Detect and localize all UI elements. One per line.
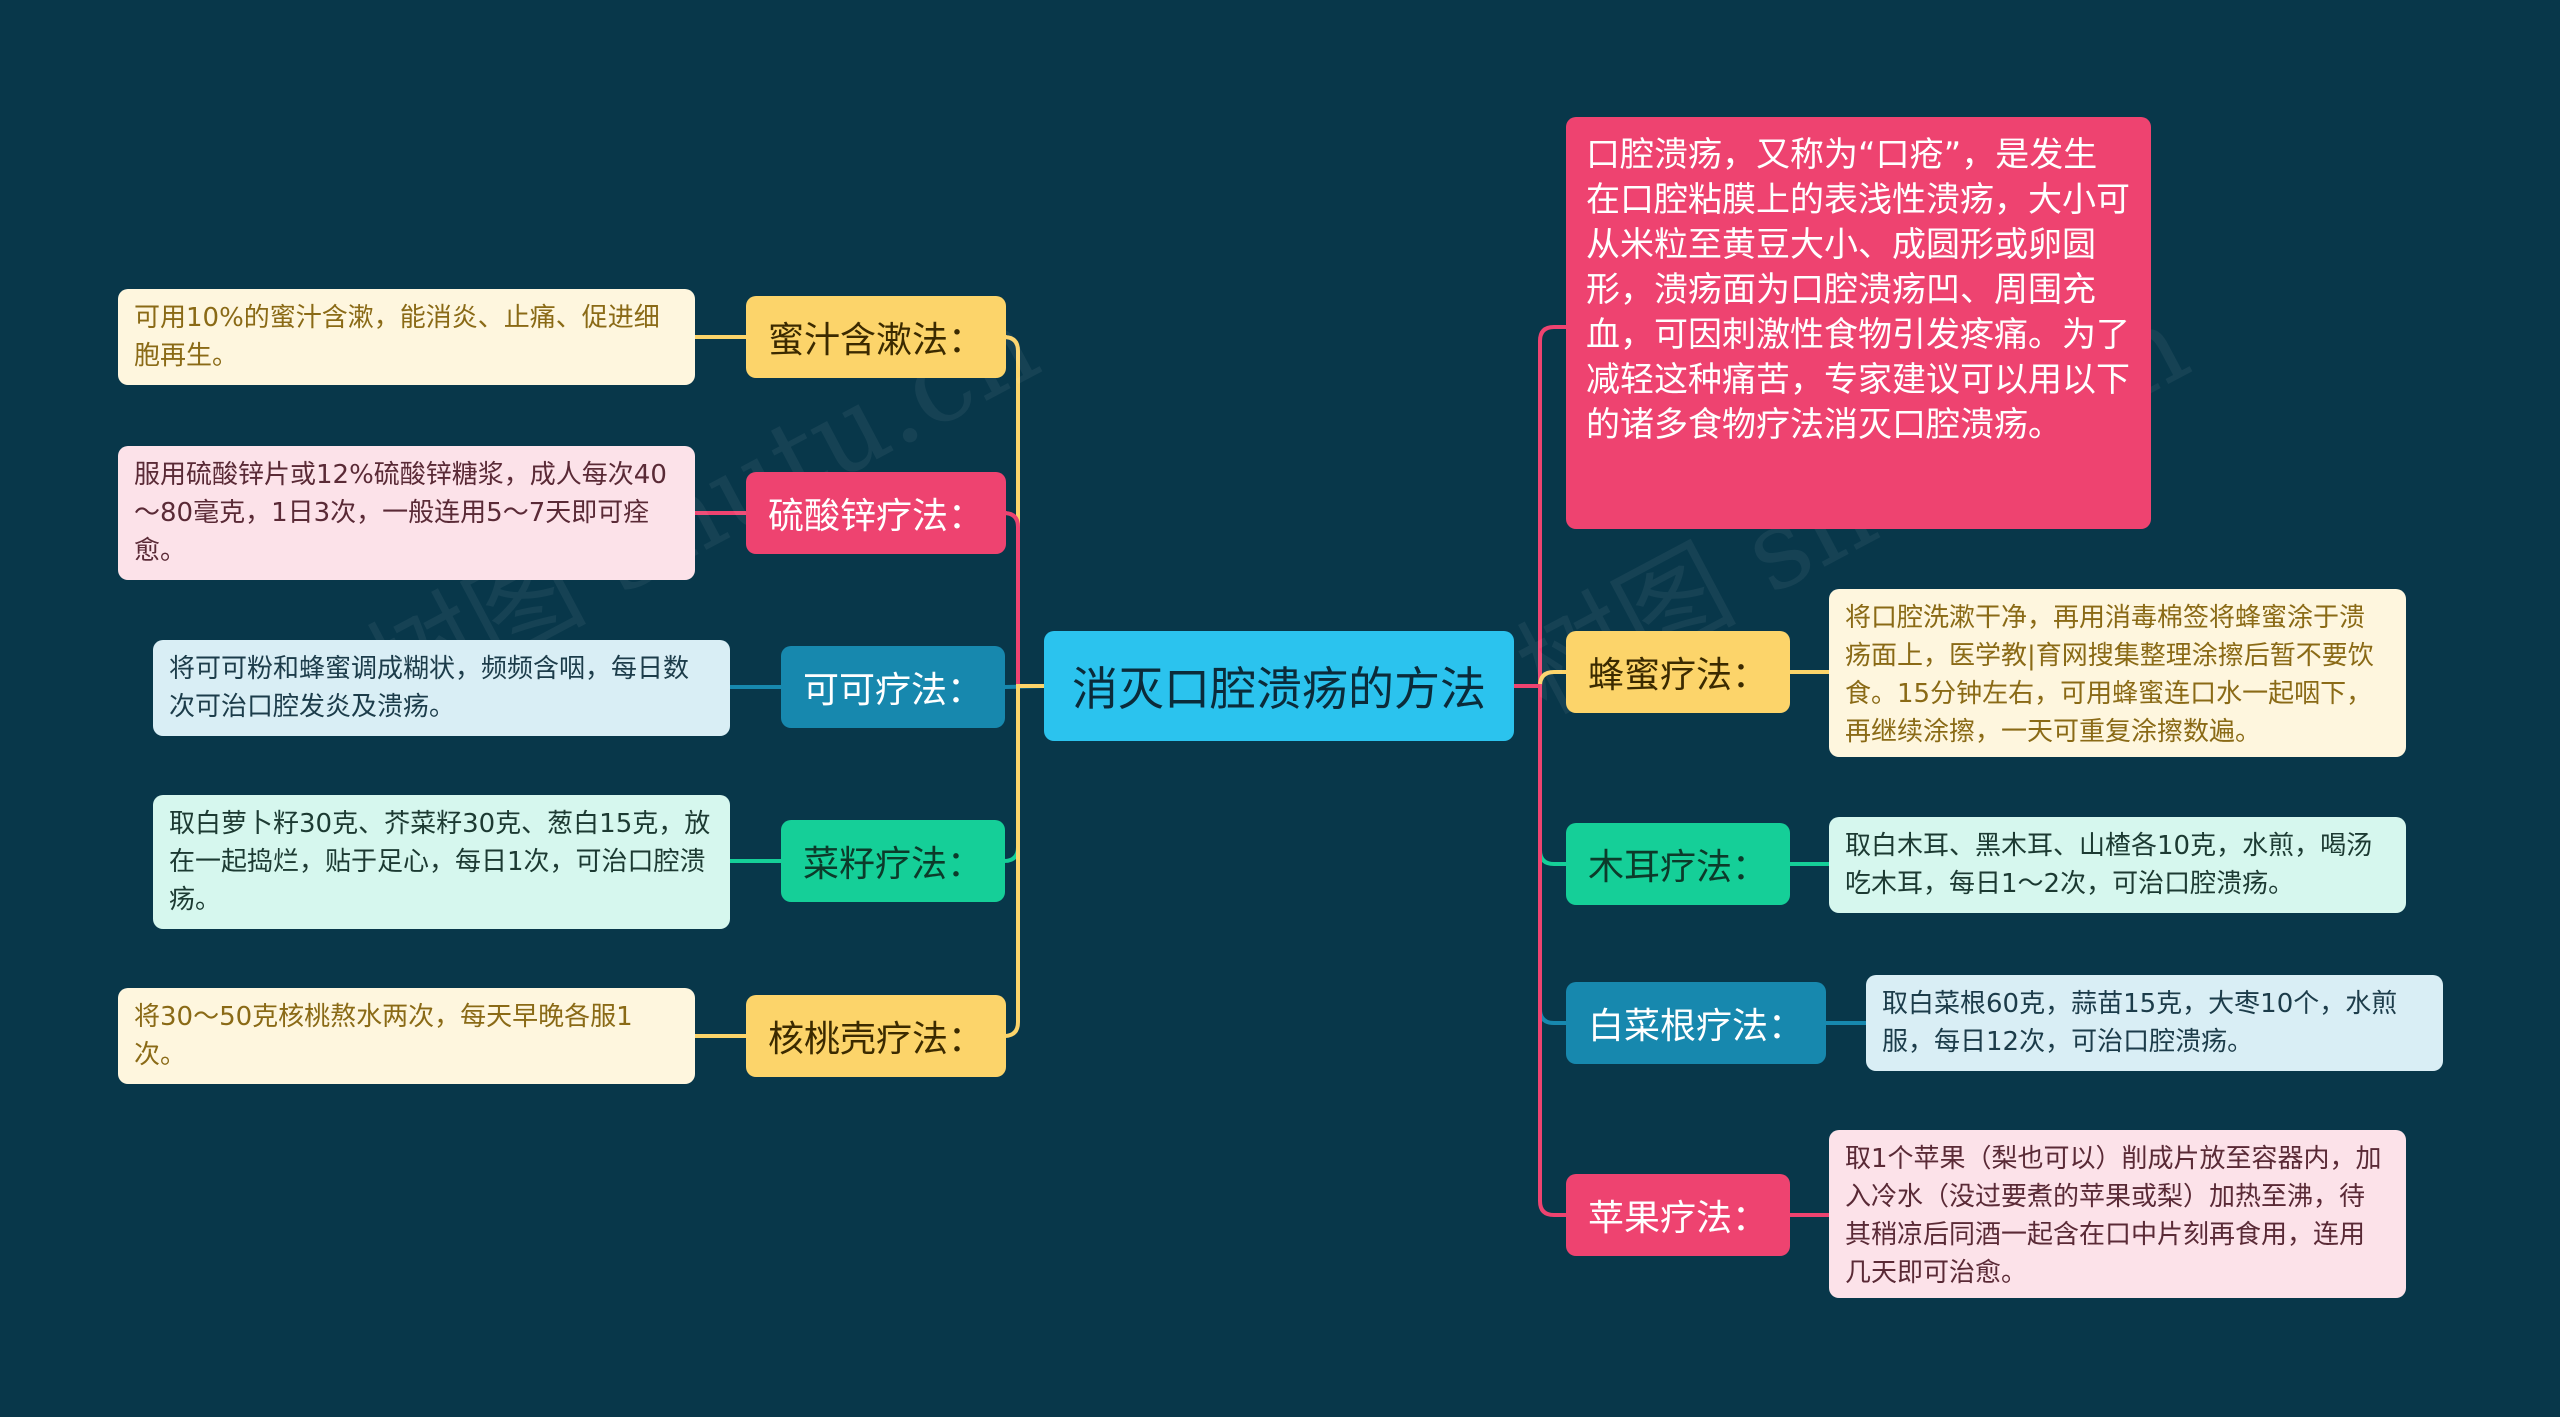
central-topic[interactable]: 消灭口腔溃疡的方法 [1044,631,1514,741]
branch-cabbage-root[interactable]: 白菜根疗法： [1566,982,1827,1064]
leaf-honey[interactable]: 将口腔洗漱干净，再用消毒棉签将蜂蜜涂于溃疡面上，医学教|育网搜集整理涂擦后暂不要… [1829,589,2406,757]
branch-cocoa[interactable]: 可可疗法： [781,646,1006,728]
connector-center-branch-zinc-sulfate [1003,511,1046,688]
connector-center-branch-seeds [1003,684,1046,863]
branch-honey-rinse[interactable]: 蜜汁含漱法： [746,296,1007,378]
leaf-honey-rinse[interactable]: 可用10%的蜜汁含漱，能消炎、止痛、促进细胞再生。 [118,289,695,385]
leaf-cabbage-root[interactable]: 取白菜根60克，蒜苗15克，大枣10个，水煎服，每日12次，可治口腔溃疡。 [1866,975,2443,1071]
leaf-seeds[interactable]: 取白萝卜籽30克、芥菜籽30克、葱白15克，放在一起捣烂，贴于足心，每日1次，可… [153,795,730,929]
leaf-walnut-shell[interactable]: 将30～50克核桃熬水两次，每天早晚各服1次。 [118,988,695,1084]
leaf-fungus[interactable]: 取白木耳、黑木耳、山楂各10克，水煎，喝汤吃木耳，每日1～2次，可治口腔溃疡。 [1829,817,2406,913]
connector-center-branch-apple [1512,684,1568,1217]
branch-fungus[interactable]: 木耳疗法： [1566,823,1791,905]
leaf-cocoa[interactable]: 将可可粉和蜂蜜调成糊状，频频含咽，每日数次可治口腔发炎及溃疡。 [153,640,730,736]
branch-apple[interactable]: 苹果疗法： [1566,1174,1791,1256]
connector-center-branch-honey-rinse [1003,335,1046,688]
branch-honey[interactable]: 蜂蜜疗法： [1566,631,1791,713]
intro-note[interactable]: 口腔溃疡，又称为“口疮”，是发生在口腔粘膜上的表浅性溃疡，大小可从米粒至黄豆大小… [1566,117,2151,529]
leaf-apple[interactable]: 取1个苹果（梨也可以）削成片放至容器内，加入冷水（没过要煮的苹果或梨）加热至沸，… [1829,1130,2406,1298]
leaf-zinc-sulfate[interactable]: 服用硫酸锌片或12%硫酸锌糖浆，成人每次40～80毫克，1日3次，一般连用5～7… [118,446,695,580]
branch-walnut-shell[interactable]: 核桃壳疗法： [746,995,1007,1077]
branch-seeds[interactable]: 菜籽疗法： [781,820,1006,902]
branch-zinc-sulfate[interactable]: 硫酸锌疗法： [746,472,1007,554]
connector-center-intro-note [1512,325,1568,688]
